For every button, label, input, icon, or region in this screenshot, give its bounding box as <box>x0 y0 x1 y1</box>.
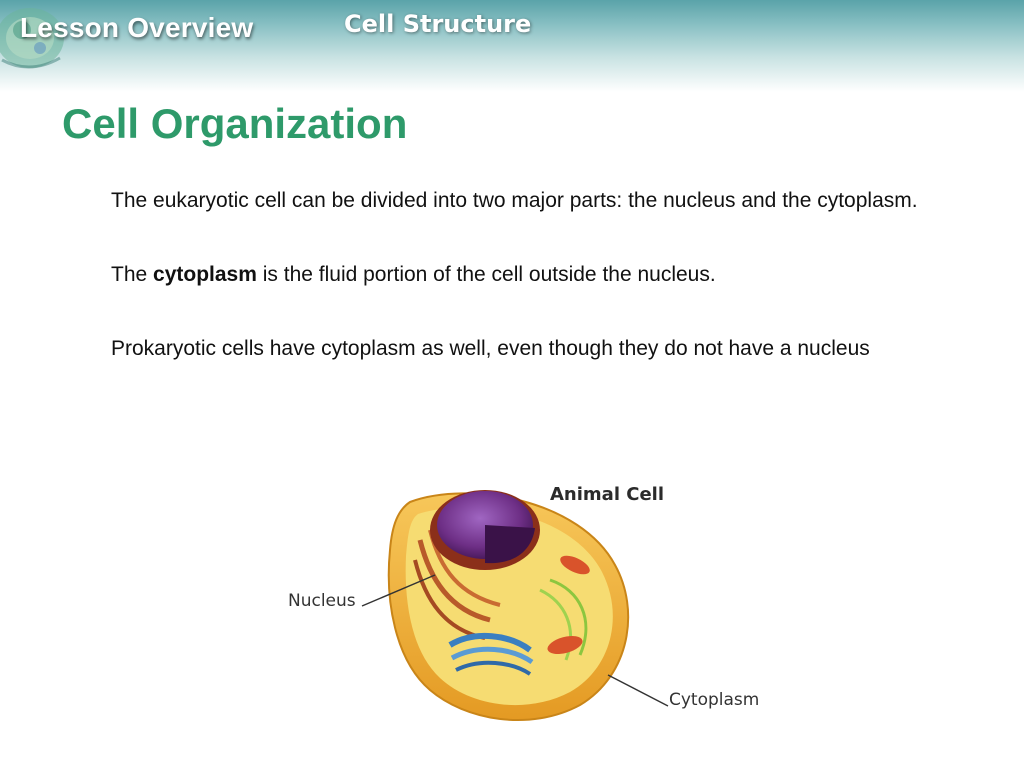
topic-title: Cell Structure <box>344 10 532 38</box>
cell-graphic-icon <box>0 8 64 69</box>
animal-cell-figure: Animal Cell Nucleus Cytoplasm <box>280 470 800 730</box>
cytoplasm-intro-text: The <box>111 263 154 286</box>
cytoplasm-definition-text: is the fluid portion of the cell outside… <box>256 263 716 286</box>
slide-body: The eukaryotic cell can be divided into … <box>111 186 971 408</box>
cytoplasm-label: Cytoplasm <box>669 690 760 710</box>
paragraph-cytoplasm-definition: The cytoplasm is the fluid portion of th… <box>111 260 971 290</box>
paragraph-prokaryotic: Prokaryotic cells have cytoplasm as well… <box>111 337 870 360</box>
paragraph-eukaryotic: The eukaryotic cell can be divided into … <box>111 189 918 212</box>
figure-title: Animal Cell <box>550 484 665 505</box>
nucleus-label: Nucleus <box>288 591 356 611</box>
lesson-overview-label: Lesson Overview <box>20 12 254 43</box>
slide-title: Cell Organization <box>62 100 408 147</box>
cytoplasm-term: cytoplasm <box>153 263 257 286</box>
header-banner: Lesson Overview Cell Structure <box>0 0 1024 92</box>
animal-cell-illustration <box>361 490 669 721</box>
